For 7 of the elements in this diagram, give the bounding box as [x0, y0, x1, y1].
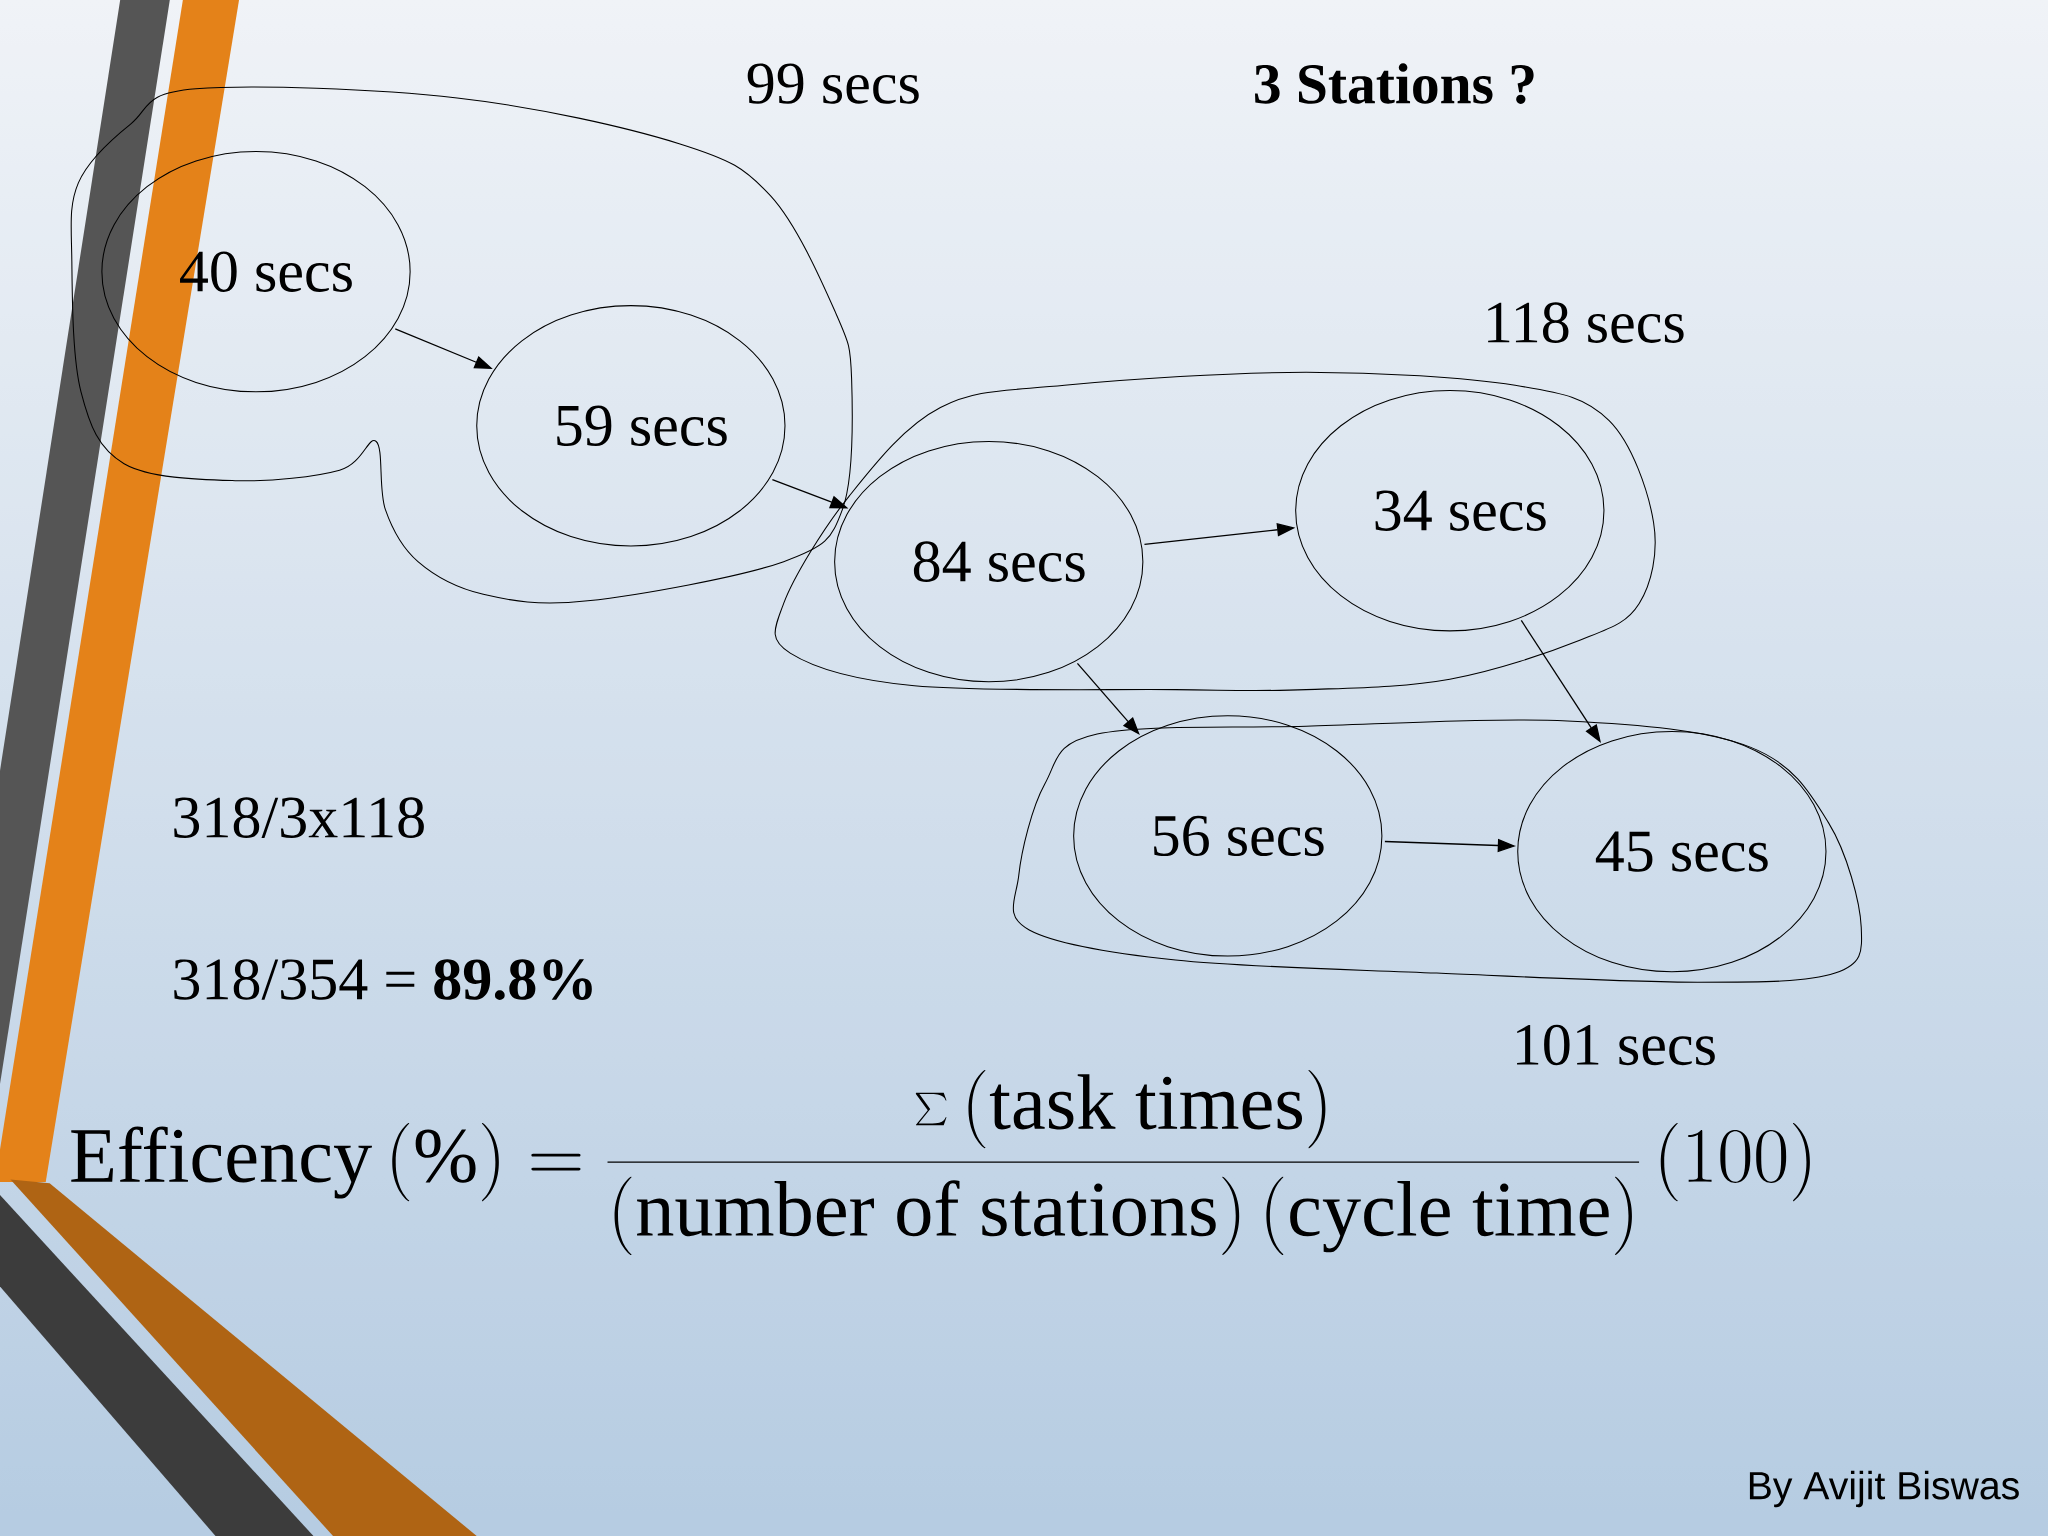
calculation-text: 318/3x118	[174, 797, 424, 838]
author-credit: By Avijit Biswas	[1749, 1470, 2019, 1508]
efficiency-formula: $\text{Efficency}\left(\%\right)=\frac{\sum\left(\text{task times}\right)}{\left(\text{number of stations}\right)\left(\text{cycle time}\right)}\left(100\right)$	[71, 1069, 1810, 1256]
node-label: 118 secs	[1488, 302, 1684, 343]
calculation-text: 318/354 = 89.8%	[174, 959, 592, 1000]
node-label: 101 secs	[1517, 1024, 1715, 1066]
title: 3 Stations ?	[1255, 63, 1534, 104]
